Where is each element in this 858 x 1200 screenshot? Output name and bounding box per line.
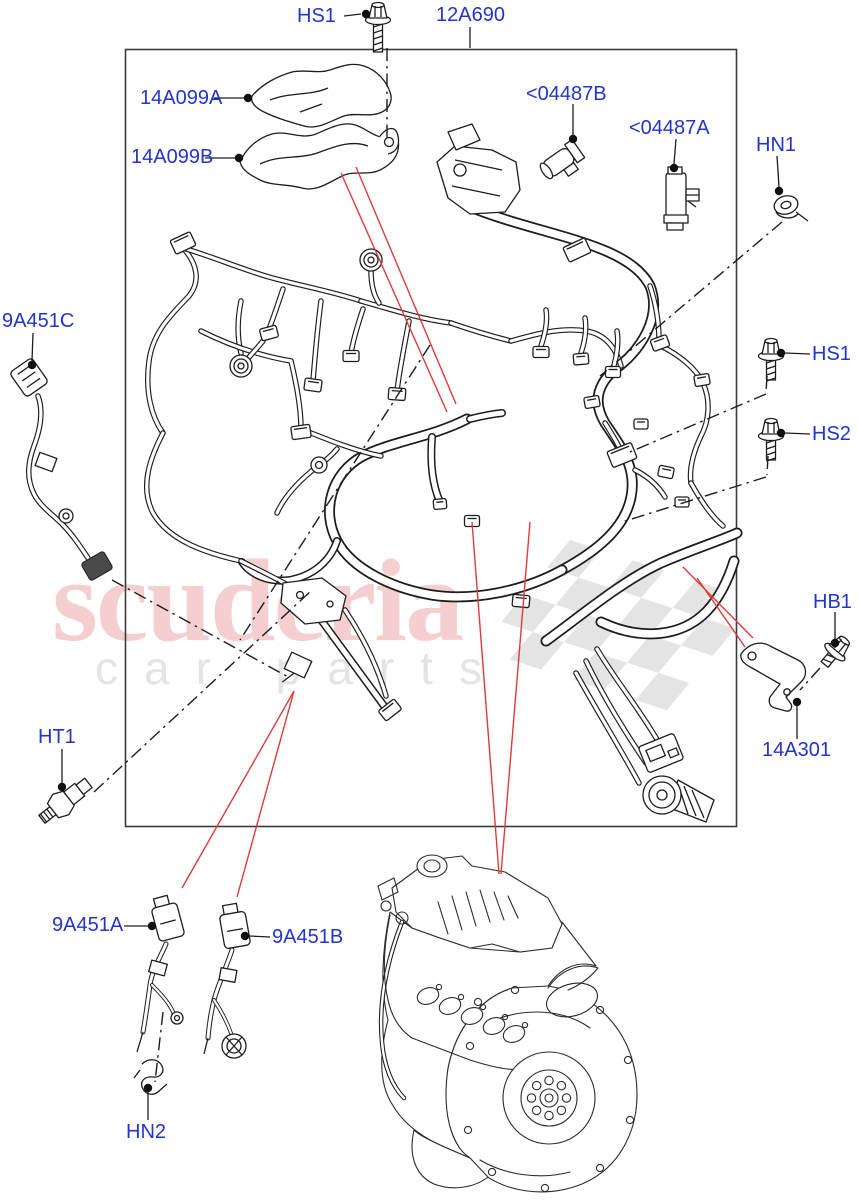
part-label-14a301[interactable]: 14A301 (762, 739, 831, 761)
part-label-hb1[interactable]: HB1 (813, 591, 852, 613)
leader-dot (776, 348, 786, 358)
watermark-primary: scuderia (52, 535, 463, 666)
part-label-9a451b[interactable]: 9A451B (272, 926, 344, 948)
sensor-icon-ht1 (38, 777, 93, 824)
part-label-9a451a[interactable]: 9A451A (52, 914, 124, 936)
diagram-frame (124, 48, 738, 828)
assembly-lines (93, 48, 821, 1083)
connector (259, 324, 279, 342)
leader-dot (774, 186, 784, 196)
engine-illustration (377, 854, 638, 1193)
solenoid-icon-04487a (663, 166, 700, 231)
connector (342, 349, 360, 363)
leader-lines (27, 9, 840, 1120)
part-label-hn2[interactable]: HN2 (126, 1121, 167, 1143)
leader-dot (568, 134, 578, 144)
part-label-hs1-right[interactable]: HS1 (812, 343, 851, 365)
connector (572, 352, 590, 366)
connector (378, 698, 402, 722)
heat-shields (239, 63, 400, 190)
connector (463, 514, 481, 528)
part-label-hs1-top[interactable]: HS1 (297, 5, 336, 27)
sensor-cable-9a451c (10, 358, 113, 581)
connector (606, 442, 638, 468)
solenoid-icon-04487b (539, 138, 586, 180)
connector (693, 372, 711, 388)
sensor-cable-9a451b (203, 902, 251, 1059)
leader-dot (147, 921, 157, 931)
bolt-icon-hs2 (757, 417, 785, 462)
connector (387, 386, 407, 402)
connector (674, 496, 690, 508)
part-label-9a451c[interactable]: 9A451C (2, 310, 75, 332)
connector (532, 345, 550, 359)
connector (169, 231, 197, 255)
connector (290, 423, 312, 441)
red-callout-lines (181, 166, 754, 898)
leader-dot (361, 9, 371, 19)
connector (432, 497, 448, 511)
part-label-hn1[interactable]: HN1 (756, 134, 797, 156)
connector (511, 593, 531, 609)
part-label-04487b[interactable]: <04487B (526, 83, 607, 105)
wiring-harness-12a690 (143, 123, 743, 823)
bracket-icon-14a301 (740, 642, 807, 712)
part-label-14a099a[interactable]: 14A099A (140, 87, 223, 109)
leader-dot (776, 428, 786, 438)
connector (633, 418, 649, 430)
leader-dot (234, 153, 244, 163)
connector (657, 464, 675, 480)
connector (649, 334, 671, 352)
part-label-04487a[interactable]: <04487A (629, 117, 710, 139)
leader-dot (240, 931, 250, 941)
bolt-icon-hs1-right (757, 337, 785, 382)
part-label-12a690[interactable]: 12A690 (436, 4, 505, 26)
leader-dot (792, 697, 802, 707)
bolt-icon-hs1-top (364, 1, 392, 53)
nut-icon-hn1 (773, 195, 809, 222)
leader-dot (830, 638, 840, 648)
leader-dot (669, 163, 679, 173)
connector (303, 377, 323, 393)
leader-dot (57, 782, 67, 792)
part-label-14a099b[interactable]: 14A099B (131, 146, 214, 168)
leader-dot (243, 93, 253, 103)
connector (604, 365, 622, 379)
leader-dot (27, 360, 37, 370)
part-label-hs2[interactable]: HS2 (812, 423, 851, 445)
connector (583, 394, 601, 410)
connector (562, 237, 592, 263)
sensor-cable-9a451a (136, 894, 185, 1053)
leader-dot (143, 1083, 153, 1093)
part-label-ht1[interactable]: HT1 (38, 726, 76, 748)
